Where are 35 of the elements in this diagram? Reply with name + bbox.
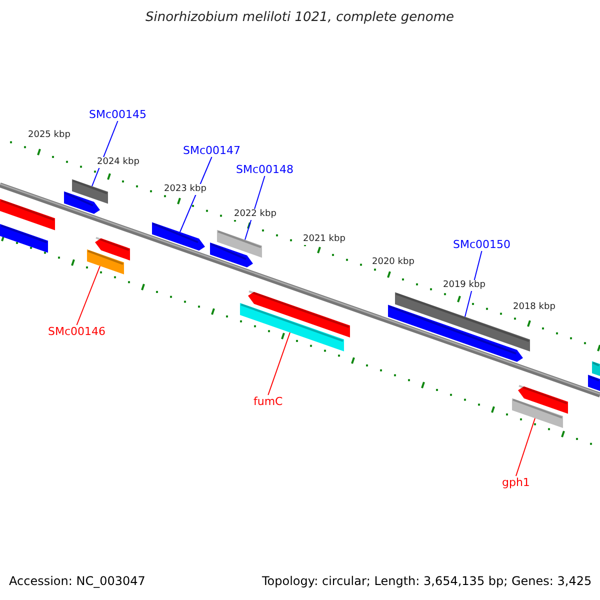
- leader-line: [92, 120, 118, 187]
- scale-label: 2020 kbp: [371, 257, 416, 268]
- gene-label: gph1: [502, 477, 530, 488]
- scale-label: 2025 kbp: [27, 130, 72, 141]
- gene-label: SMc00145: [89, 109, 147, 120]
- gene-block: [87, 249, 124, 274]
- gene-block: [592, 361, 600, 376]
- gene-label: SMc00147: [183, 145, 241, 156]
- gene-feature: [64, 191, 100, 214]
- gene-block: [217, 230, 262, 258]
- map-title: Sinorhizobium meliloti 1021, complete genome: [146, 11, 454, 24]
- leader-line: [268, 332, 290, 396]
- gene-feature: [248, 290, 350, 338]
- gene-label: SMc00148: [236, 164, 294, 175]
- scale-label: 2019 kbp: [442, 280, 486, 291]
- gene-block: [512, 398, 563, 428]
- gene-feature: [152, 222, 205, 251]
- accession-text: Accession: NC_003047: [9, 575, 146, 587]
- gene-label: SMc00150: [453, 239, 511, 250]
- gene-block: [0, 224, 48, 253]
- gene-feature: [518, 384, 568, 414]
- gene-label: fumC: [254, 396, 283, 407]
- genome-stats-text: Topology: circular; Length: 3,654,135 bp; Genes: 3,425: [262, 575, 592, 587]
- gene-feature: [95, 236, 130, 260]
- gene-feature: [210, 242, 253, 268]
- gene-block: [240, 303, 344, 352]
- scale-label: 2024 kbp: [96, 157, 140, 168]
- scale-label: 2018 kbp: [512, 302, 556, 313]
- gene-block: [72, 179, 108, 204]
- scale-label: 2021 kbp: [302, 234, 346, 245]
- scale-label: 2023 kbp: [163, 184, 208, 195]
- gene-block: [588, 374, 600, 391]
- gene-label: SMc00146: [48, 326, 106, 337]
- gene-block: [0, 199, 55, 230]
- scale-label: 2022 kbp: [233, 209, 278, 220]
